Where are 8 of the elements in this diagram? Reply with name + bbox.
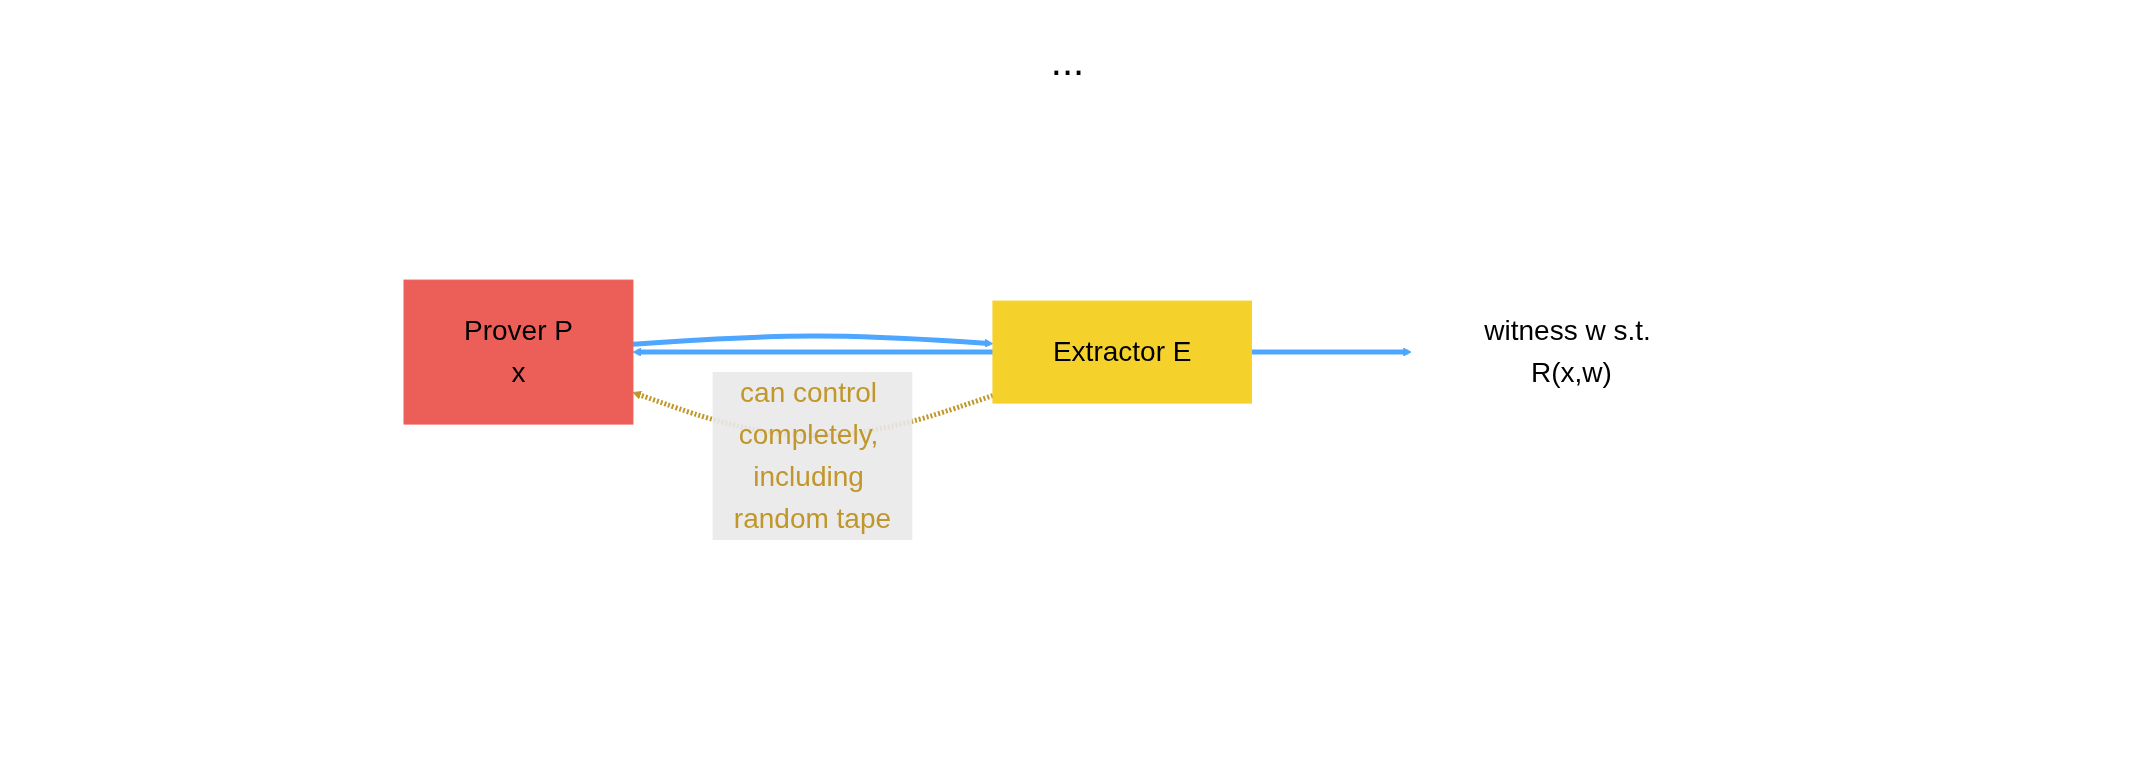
node-box: Prover P x [403,279,634,425]
arrow [632,333,994,348]
ellipsis-note: ... [1050,39,1085,84]
edge-label: can control completely, including random tape [733,376,891,534]
node-text: witness w s.t. R(x,w) [1484,315,1651,389]
arrow [1251,347,1412,357]
node-box: Extractor E [992,300,1252,404]
arrow [632,347,993,357]
